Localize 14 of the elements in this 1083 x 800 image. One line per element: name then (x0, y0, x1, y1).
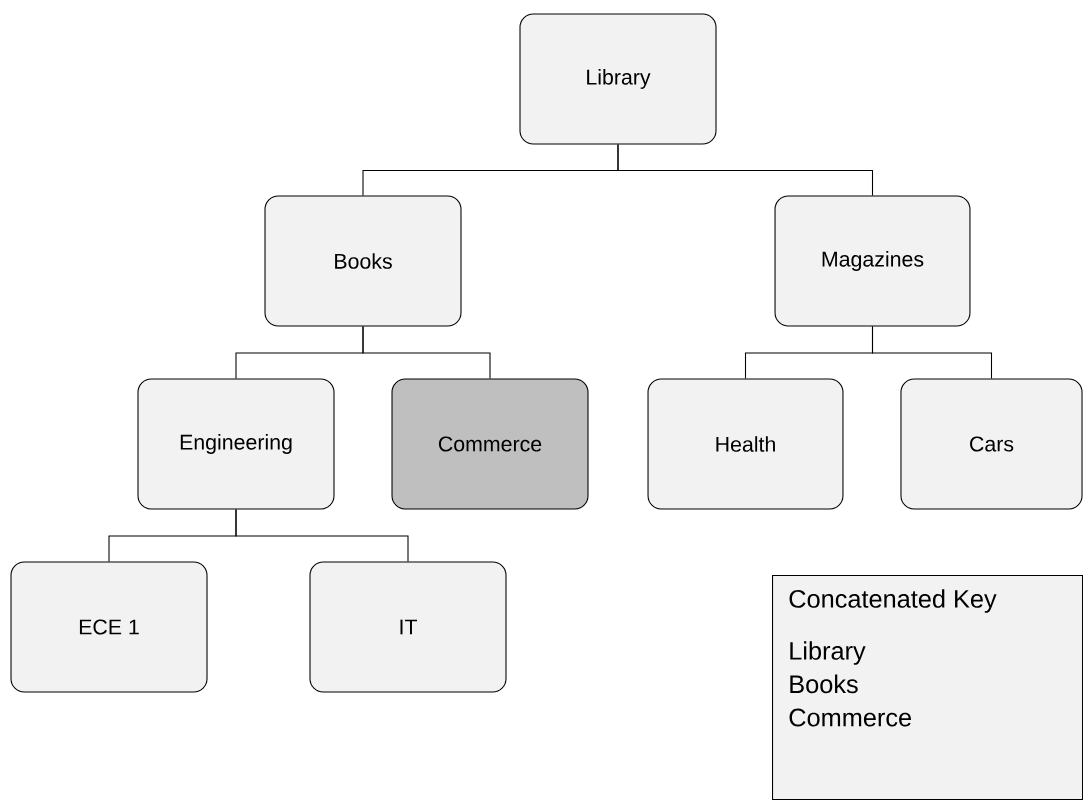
category-box: Health (647, 378, 844, 510)
category-box: ECE 1 (10, 561, 208, 693)
category-box: Books (264, 195, 462, 327)
category-box: Engineering (137, 378, 335, 510)
connector (362, 326, 491, 379)
connector (617, 144, 874, 196)
category-box: Commerce (391, 378, 589, 510)
category-box: Magazines (774, 195, 971, 327)
connector (871, 326, 993, 379)
key-box: Concatenated Key Library Books Commerce (772, 575, 1083, 800)
category-box: Cars (900, 378, 1083, 510)
category-box: IT (309, 561, 507, 693)
category-box: Library (519, 13, 717, 145)
connector (235, 509, 409, 562)
